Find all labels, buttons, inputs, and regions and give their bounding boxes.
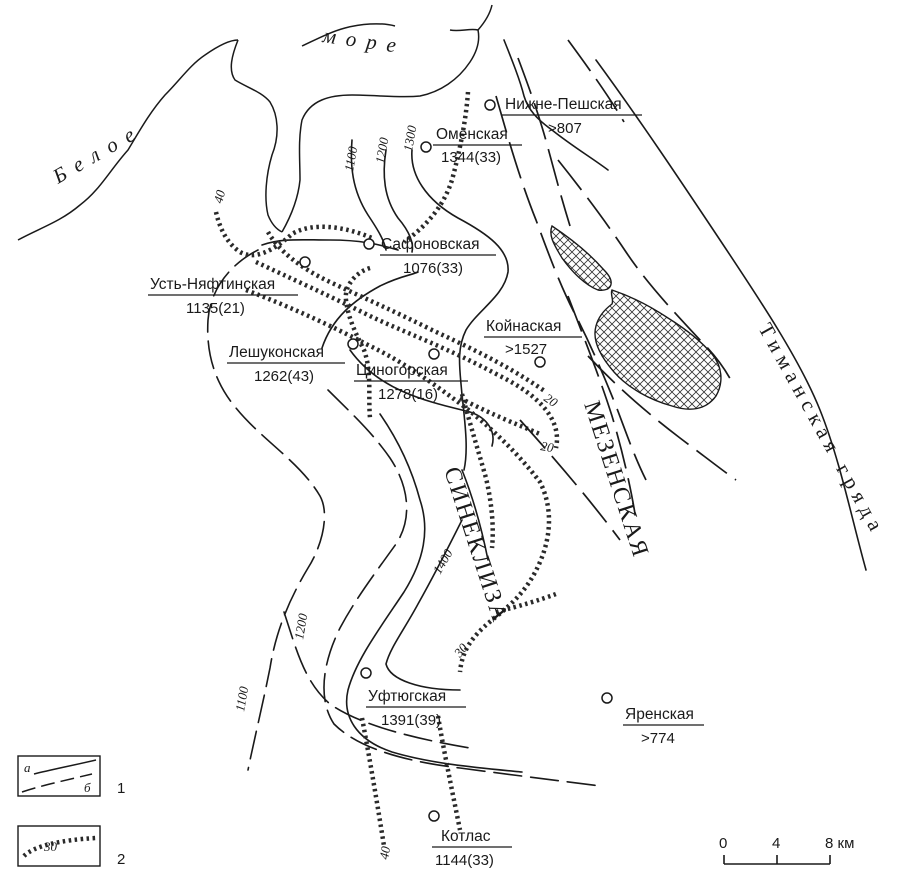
- wells: Нижне-Пешская >807 Оменская 1344(33) Саф…: [148, 96, 704, 869]
- svg-text:1278(16): 1278(16): [378, 386, 438, 403]
- depth-isolines: [206, 139, 601, 787]
- well-kotlas: Котлас 1144(33): [428, 810, 512, 869]
- well-tsinogorskaya: Циногорская 1278(16): [354, 348, 468, 403]
- svg-text:Уфтюгская: Уфтюгская: [368, 688, 446, 705]
- svg-text:30: 30: [43, 839, 58, 854]
- hatched-anomaly: [550, 224, 722, 410]
- svg-text:Яренская: Яренская: [625, 706, 694, 723]
- svg-text:Усть-Няфтинская: Усть-Няфтинская: [150, 276, 275, 293]
- svg-text:1200: 1200: [372, 136, 391, 165]
- svg-text:>807: >807: [548, 120, 582, 137]
- well-safonovskaya: Сафоновская 1076(33): [363, 236, 496, 277]
- legend: а б 1 30 2: [17, 755, 125, 868]
- coastline: [17, 4, 493, 241]
- region-mezen: МЕЗЕНСКАЯ: [578, 398, 653, 562]
- svg-text:а: а: [24, 760, 31, 775]
- svg-text:40: 40: [210, 188, 228, 205]
- scale-bar: 0 4 8 км: [719, 835, 854, 865]
- depth-isoline-labels: 1100 1200 1300 1100 1200 1400: [232, 124, 456, 713]
- svg-text:>1527: >1527: [505, 341, 547, 358]
- svg-text:2: 2: [117, 851, 125, 868]
- svg-text:20: 20: [541, 390, 561, 410]
- svg-text:1391(39): 1391(39): [381, 712, 441, 729]
- svg-text:1144(33): 1144(33): [435, 852, 494, 869]
- svg-text:Нижне-Пешская: Нижне-Пешская: [505, 96, 622, 113]
- svg-text:Циногорская: Циногорская: [356, 362, 448, 379]
- svg-text:Койнаская: Койнаская: [486, 318, 561, 335]
- svg-text:1300: 1300: [400, 124, 419, 153]
- svg-text:Оменская: Оменская: [436, 126, 508, 143]
- svg-text:1135(21): 1135(21): [186, 300, 245, 317]
- svg-text:1400: 1400: [430, 546, 456, 576]
- well-omenskaya: Оменская 1344(33): [420, 126, 522, 166]
- svg-text:1100: 1100: [341, 145, 360, 173]
- well-nizhne-peshskaya: Нижне-Пешская >807: [484, 96, 642, 137]
- well-uftyugskaya: Уфтюгская 1391(39): [360, 667, 466, 729]
- svg-text:>774: >774: [641, 730, 675, 747]
- well-ust-nyaftinskaya: Усть-Няфтинская 1135(21): [148, 256, 311, 317]
- svg-text:20: 20: [539, 438, 555, 455]
- faults: [495, 39, 867, 571]
- sea-label-1: Белое: [48, 117, 148, 188]
- thickness-isolines: [213, 91, 560, 847]
- well-leshukonskaya: Лешуконская 1262(43): [227, 338, 359, 385]
- svg-text:1: 1: [117, 780, 125, 797]
- svg-text:40: 40: [376, 845, 393, 861]
- well-yarenskaya: Яренская >774: [601, 692, 704, 747]
- svg-text:4: 4: [772, 835, 780, 852]
- sea-label-2: море: [320, 23, 407, 59]
- svg-text:8 км: 8 км: [825, 835, 854, 852]
- svg-text:1344(33): 1344(33): [441, 149, 501, 166]
- well-koynaskaya: Койнаская >1527: [484, 318, 582, 368]
- region-timan: Тиманская гряда: [754, 319, 891, 540]
- svg-text:Котлас: Котлас: [441, 828, 491, 845]
- svg-text:0: 0: [719, 835, 727, 852]
- svg-text:Лешуконская: Лешуконская: [229, 344, 324, 361]
- svg-text:б: б: [84, 780, 91, 795]
- svg-text:1262(43): 1262(43): [254, 368, 314, 385]
- svg-text:Сафоновская: Сафоновская: [381, 236, 480, 253]
- svg-text:1076(33): 1076(33): [403, 260, 463, 277]
- svg-text:1100: 1100: [232, 685, 251, 713]
- svg-text:1200: 1200: [291, 612, 310, 641]
